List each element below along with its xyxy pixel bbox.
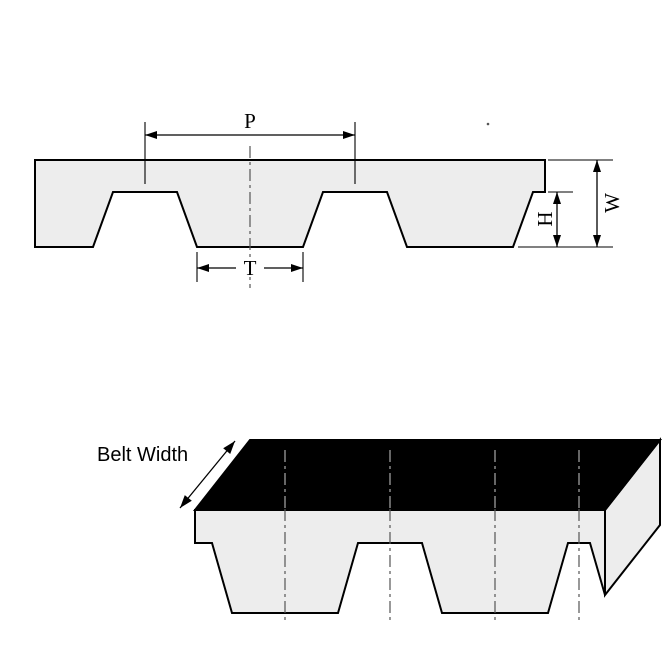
arrowhead-left-icon	[145, 131, 157, 139]
arrowhead-right-icon	[343, 131, 355, 139]
belt-thickness-label: W	[600, 193, 624, 213]
belt-width-dimension: Belt Width	[97, 440, 236, 509]
stray-dot	[486, 122, 490, 126]
pitch-dimension: P	[144, 109, 356, 184]
arrowhead-up-right-icon	[223, 441, 235, 454]
belt-thickness-dimension: W	[518, 159, 624, 248]
arrowhead-down-left-icon	[180, 495, 192, 508]
arrowhead-up-icon	[593, 160, 601, 172]
arrowhead-up-icon	[553, 192, 561, 204]
tooth-height-dimension: H	[533, 191, 573, 247]
arrowhead-left-icon	[197, 264, 209, 272]
belt-top-surface	[192, 439, 663, 511]
isometric-view: Belt Width	[97, 437, 663, 622]
centerlines-3d	[284, 450, 580, 622]
belt-width-label: Belt Width	[97, 444, 188, 466]
tooth-width-label: T	[244, 256, 257, 280]
arrowhead-down-icon	[553, 235, 561, 247]
arrowhead-down-icon	[593, 235, 601, 247]
arrowhead-right-icon	[291, 264, 303, 272]
pitch-label: P	[244, 109, 256, 133]
tooth-width-dimension: T	[196, 252, 304, 282]
belt-profile	[34, 159, 546, 248]
profile-view: P T H	[34, 109, 624, 288]
belt-front-face	[194, 509, 606, 614]
tooth-height-label: H	[533, 211, 557, 226]
belt-width-arrow-line	[179, 440, 236, 509]
